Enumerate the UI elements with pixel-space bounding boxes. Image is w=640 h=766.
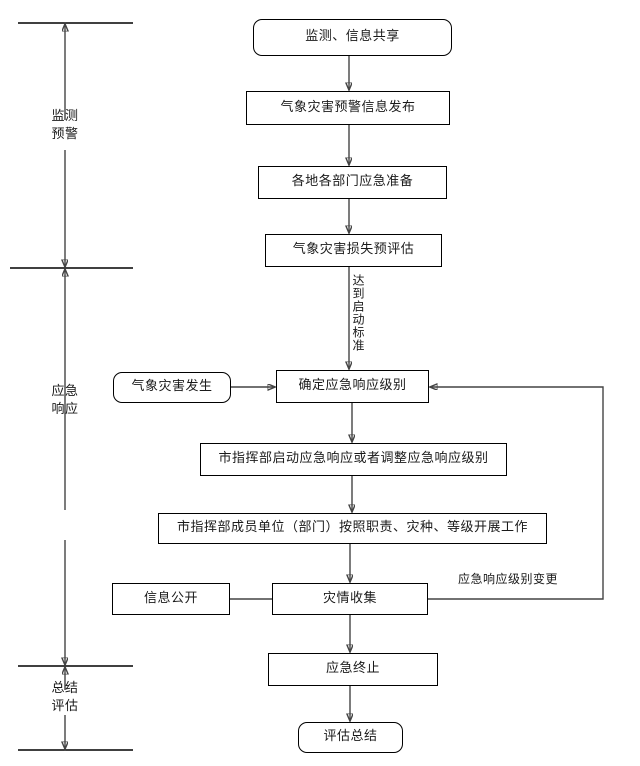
node-disaster-occurs[interactable]: 气象灾害发生 — [113, 372, 231, 403]
node-label: 市指挥部启动应急响应或者调整应急响应级别 — [218, 451, 489, 467]
node-label: 市指挥部成员单位（部门）按照职责、灾种、等级开展工作 — [176, 520, 528, 536]
node-info-disclosure[interactable]: 信息公开 — [112, 583, 230, 615]
node-label: 应急终止 — [325, 661, 380, 677]
node-label: 各地各部门应急准备 — [291, 174, 414, 190]
edge-label-level-change: 应急响应级别变更 — [458, 572, 559, 586]
node-monitor-info-share[interactable]: 监测、信息共享 — [253, 19, 452, 56]
stage-label-emergency-response: 应急 响应 — [51, 384, 79, 417]
stage-label-summary-evaluation: 总结 评估 — [51, 681, 79, 714]
node-disaster-data-collect[interactable]: 灾情收集 — [272, 583, 428, 615]
node-label: 确定应急响应级别 — [298, 378, 407, 394]
node-label: 监测、信息共享 — [305, 29, 400, 45]
node-label: 气象灾害发生 — [131, 379, 213, 395]
stage-label-monitor-warning: 监测 预警 — [51, 109, 79, 142]
node-determine-level[interactable]: 确定应急响应级别 — [276, 370, 429, 403]
node-label: 灾情收集 — [322, 590, 377, 606]
node-loss-pre-assessment[interactable]: 气象灾害损失预评估 — [265, 234, 442, 267]
node-local-dept-prep[interactable]: 各地各部门应急准备 — [258, 166, 447, 199]
node-assessment-summary[interactable]: 评估总结 — [298, 722, 403, 753]
node-emergency-terminate[interactable]: 应急终止 — [268, 653, 438, 686]
node-warning-release[interactable]: 气象灾害预警信息发布 — [246, 91, 450, 125]
node-label: 气象灾害损失预评估 — [292, 242, 415, 258]
node-member-units-work[interactable]: 市指挥部成员单位（部门）按照职责、灾种、等级开展工作 — [158, 513, 547, 544]
edge-label-activation-standard: 达到启动标准 — [351, 274, 365, 352]
connector-feedback-level-change — [428, 387, 604, 600]
node-label: 信息公开 — [143, 590, 198, 606]
node-label: 气象灾害预警信息发布 — [280, 99, 416, 115]
node-city-hq-activate[interactable]: 市指挥部启动应急响应或者调整应急响应级别 — [200, 443, 507, 476]
node-label: 评估总结 — [323, 729, 378, 745]
